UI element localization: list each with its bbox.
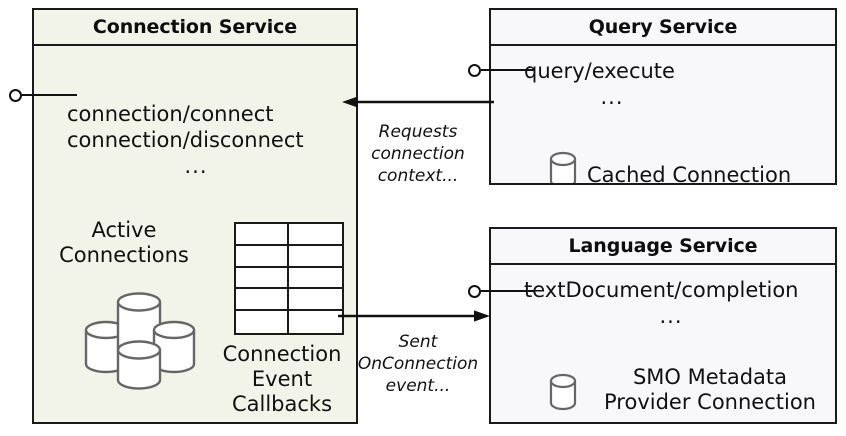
endpoint-connection-connect[interactable]: connection/connect bbox=[67, 102, 274, 126]
callbacks-label-line-3: Callbacks bbox=[231, 391, 333, 416]
endpoint-textdocument-completion[interactable]: textDocument/completion bbox=[524, 278, 799, 302]
component-query-service[interactable]: Query Service query/execute ... Cached C… bbox=[489, 8, 837, 185]
database-icon bbox=[548, 150, 578, 183]
sent-label-line-1: Sent bbox=[398, 332, 438, 352]
active-connections-label-line-2: Connections bbox=[59, 242, 189, 267]
connection-service-endpoints-ellipsis: ... bbox=[184, 153, 208, 178]
component-language-service[interactable]: Language Service textDocument/completion… bbox=[489, 227, 837, 424]
active-connections-label: Active Connections bbox=[44, 218, 204, 268]
component-connection-service[interactable]: Connection Service connection/connect co… bbox=[32, 8, 358, 424]
language-service-title-bar: Language Service bbox=[491, 229, 835, 265]
query-service-body: query/execute ... Cached Connection bbox=[491, 46, 835, 183]
endpoint-query-execute[interactable]: query/execute bbox=[524, 59, 675, 83]
connector-sent-onconnection-event bbox=[338, 310, 492, 322]
language-service-body: textDocument/completion ... SMO Metadata… bbox=[491, 265, 835, 422]
database-cluster-icon bbox=[82, 286, 208, 390]
lollipop-ball-icon bbox=[9, 89, 22, 102]
grid-cell bbox=[236, 245, 289, 268]
grid-cell bbox=[236, 224, 289, 246]
lollipop-ball-icon bbox=[468, 285, 481, 298]
grid-cell bbox=[236, 289, 289, 312]
language-service-title: Language Service bbox=[568, 235, 758, 257]
grid-cell bbox=[289, 224, 342, 246]
grid-cell bbox=[289, 246, 342, 268]
connection-service-title-bar: Connection Service bbox=[34, 10, 356, 46]
callbacks-label-line-2: Event bbox=[251, 366, 313, 391]
connection-event-callbacks-label: Connection Event Callbacks bbox=[202, 342, 356, 416]
smo-label-line-1: SMO Metadata bbox=[632, 365, 788, 389]
query-service-title-bar: Query Service bbox=[491, 10, 835, 46]
table-grid-icon bbox=[234, 222, 344, 335]
grid-cell bbox=[236, 311, 289, 333]
smo-label-line-2: Provider Connection bbox=[604, 389, 816, 414]
sent-label-line-3: event... bbox=[385, 375, 451, 396]
connector-sent-label: Sent OnConnection event... bbox=[352, 332, 484, 397]
requests-label-line-2: connection bbox=[371, 143, 465, 164]
query-service-endpoint-list: query/execute ... bbox=[524, 59, 700, 111]
query-service-title: Query Service bbox=[588, 16, 738, 38]
lollipop-stem bbox=[481, 69, 534, 71]
requests-label-line-1: Requests bbox=[378, 122, 458, 142]
sent-label-line-2: OnConnection bbox=[357, 353, 479, 374]
cached-connection-label: Cached Connection bbox=[587, 163, 807, 183]
smo-metadata-provider-connection-label: SMO Metadata Provider Connection bbox=[595, 365, 825, 415]
connector-requests-connection-context bbox=[340, 96, 494, 108]
lollipop-stem bbox=[22, 94, 77, 96]
query-service-endpoints-ellipsis: ... bbox=[600, 84, 624, 109]
active-connections-label-line-1: Active bbox=[91, 218, 157, 242]
grid-cell bbox=[289, 289, 342, 312]
connection-service-title: Connection Service bbox=[92, 16, 298, 38]
database-icon bbox=[548, 372, 578, 412]
language-service-endpoint-list: textDocument/completion ... bbox=[524, 278, 818, 330]
cached-connection-label-line-1: Cached Connection bbox=[587, 163, 792, 183]
language-service-endpoints-ellipsis: ... bbox=[659, 303, 683, 328]
requests-label-line-3: context... bbox=[377, 165, 459, 186]
callbacks-label-line-1: Connection bbox=[222, 342, 342, 366]
connector-requests-label: Requests connection context... bbox=[355, 122, 481, 187]
connection-service-endpoint-list: connection/connect connection/disconnect… bbox=[67, 102, 325, 179]
grid-cell bbox=[236, 267, 289, 290]
lollipop-stem bbox=[481, 290, 534, 292]
grid-cell bbox=[289, 311, 342, 333]
grid-cell bbox=[289, 268, 342, 290]
endpoint-connection-disconnect[interactable]: connection/disconnect bbox=[67, 127, 304, 152]
connection-service-body: connection/connect connection/disconnect… bbox=[34, 46, 356, 422]
lollipop-ball-icon bbox=[468, 64, 481, 77]
